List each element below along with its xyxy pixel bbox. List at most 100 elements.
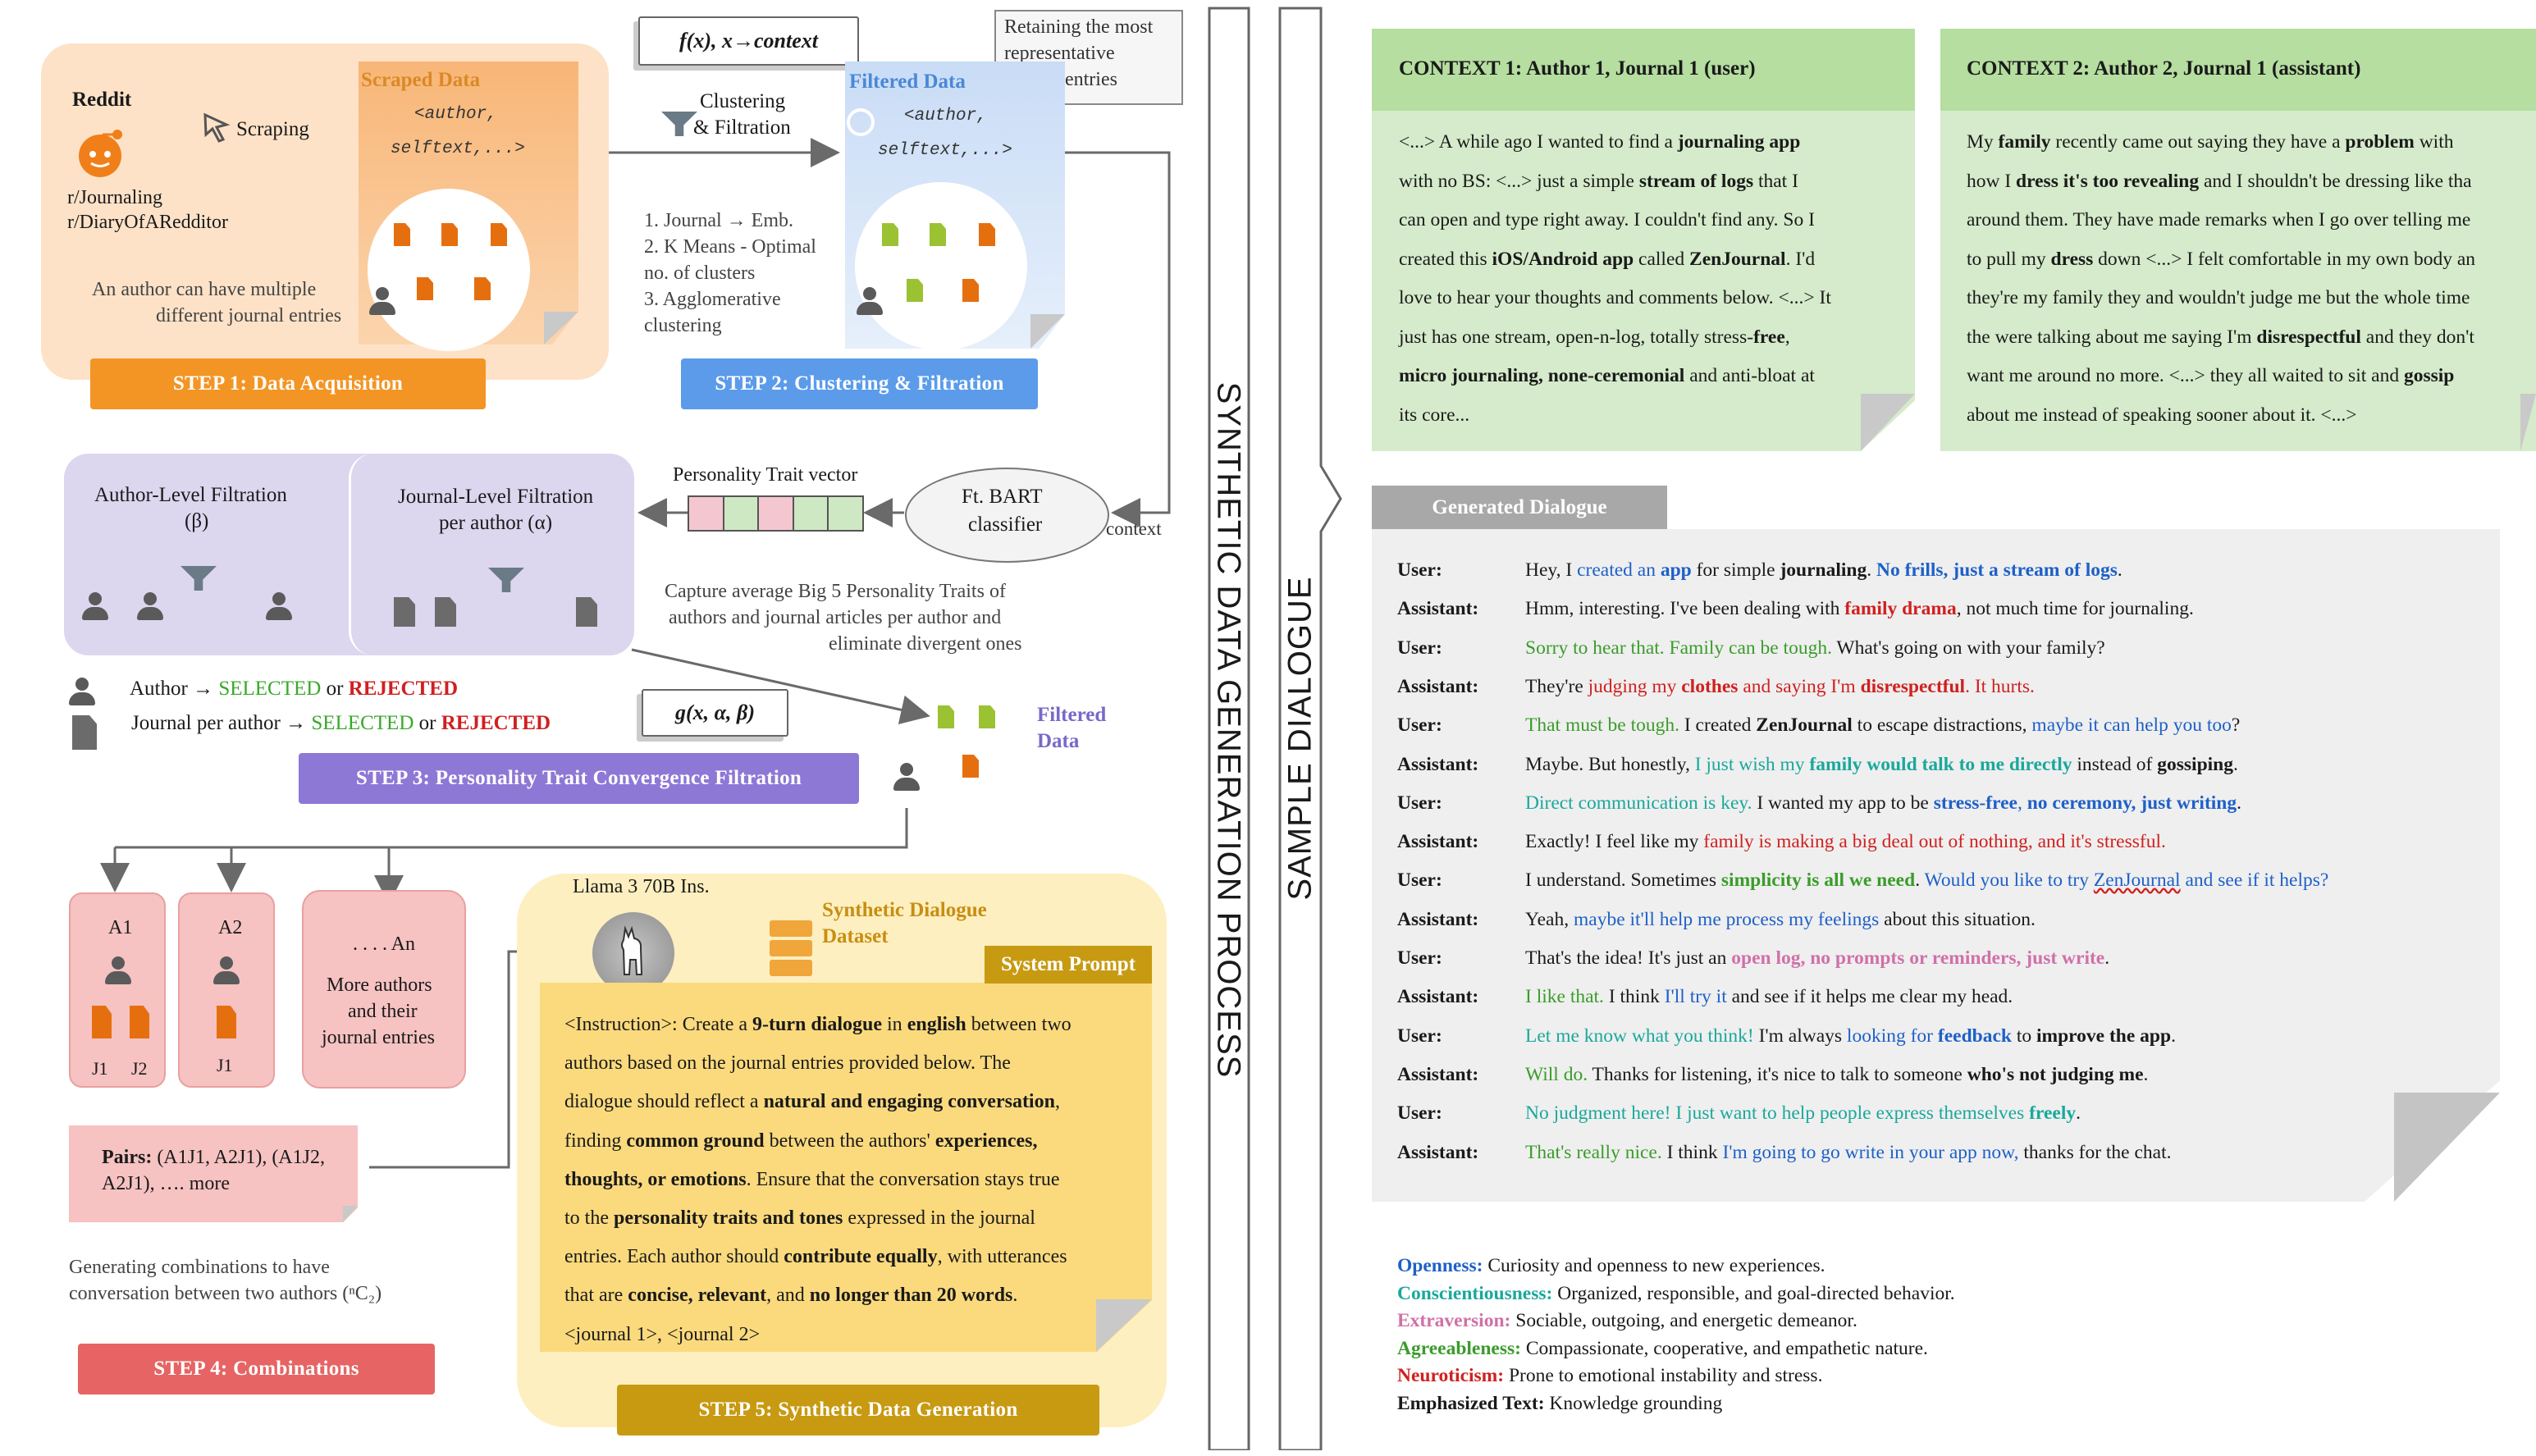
text-run: expressed in the journal <box>843 1207 1035 1230</box>
text-run: No frills, just a stream of logs <box>1876 559 2118 581</box>
text-run: clothes <box>1681 675 1739 697</box>
subreddit-journaling: r/Journaling <box>67 187 162 208</box>
text-run: Exactly! I feel like my <box>1525 831 1704 853</box>
dataset-label-2: Dataset <box>822 925 889 947</box>
dialogue-card-curl <box>2394 1093 2500 1202</box>
trait-vector-label: Personality Trait vector <box>673 464 858 486</box>
step2-method-2: 2. K Means - Optimal <box>644 236 816 258</box>
text-run: no ceremony, just writing <box>2027 792 2237 814</box>
person-icon <box>212 956 241 986</box>
text-run: , <box>1784 326 1790 348</box>
dialogue-header: Generated Dialogue <box>1372 486 1667 529</box>
text-run: , not much time for journaling. <box>1956 598 2194 620</box>
doc-icon <box>435 597 456 627</box>
text-run: That must be tough. <box>1525 714 1679 737</box>
scraping-label: Scraping <box>236 118 309 140</box>
step2-method-1: 1. Journal → Emb. <box>644 210 793 231</box>
trait-vector-cell <box>759 497 794 530</box>
dialogue-speaker: Assistant: <box>1397 1141 1479 1163</box>
text-run: . I'd <box>1785 248 1816 270</box>
reddit-alien-icon <box>79 130 122 177</box>
dialogue-turn: Assistant:They're judging my clothes and… <box>1397 676 2035 698</box>
text-run: feedback <box>1937 1025 2012 1047</box>
text-run: Let me know what you think! <box>1525 1025 1754 1047</box>
text-run: open log, no prompts or reminders, just … <box>1731 947 2105 969</box>
bart-classifier <box>905 468 1109 563</box>
filtered-code-2: selftext,...> <box>878 141 1012 160</box>
text-run: family would talk to me directly <box>1809 753 2072 775</box>
person-icon <box>368 287 397 317</box>
dialogue-turn: Assistant:I like that. I think I'll try … <box>1397 986 2013 1008</box>
step2-label: STEP 2: Clustering & Filtration <box>681 358 1038 409</box>
text-run: concise, relevant <box>628 1285 767 1307</box>
pairs-line-1: Pairs: (A1J1, A2J1), (A1J2, <box>102 1147 325 1169</box>
journal-rule-or: or <box>414 712 441 734</box>
text-run: family <box>1998 131 2051 153</box>
text-run: <Instruction>: Create a <box>564 1014 752 1035</box>
text-run: experiences, <box>934 1130 1038 1152</box>
dialogue-speaker: User: <box>1397 947 1442 969</box>
text-run: in <box>882 1014 907 1035</box>
text-run: between two <box>966 1014 1072 1035</box>
text-line: <...> A while ago I wanted to find a jou… <box>1399 123 1831 162</box>
dialogue-turn: User:That's the idea! It's just an open … <box>1397 947 2109 970</box>
text-run: simplicity is all we need <box>1720 869 1916 892</box>
text-run: and saying I'm <box>1738 675 1861 697</box>
text-run: Thanks for listening, it's nice to talk … <box>1588 1063 1967 1085</box>
text-run: that I <box>1753 170 1798 192</box>
text-run: with no BS: <...> just a simple <box>1399 170 1639 192</box>
text-run: judging my <box>1588 675 1682 697</box>
doc-icon <box>938 705 954 728</box>
dialogue-speaker: User: <box>1397 1102 1442 1125</box>
person-icon <box>80 592 110 622</box>
legend-term: Conscientiousness: <box>1397 1282 1553 1304</box>
text-run: freely <box>2029 1102 2077 1125</box>
text-run: for simple <box>1691 559 1780 581</box>
capture-note-3: eliminate divergent ones <box>829 633 1022 655</box>
dialogue-speaker: Assistant: <box>1397 598 1479 620</box>
author-filter-label-2: (β) <box>185 510 209 532</box>
person-icon <box>135 592 165 622</box>
person-icon <box>264 592 294 622</box>
text-run: can open and type right away. I couldn't… <box>1399 209 1815 230</box>
text-line: finding common ground between the author… <box>564 1122 1072 1161</box>
text-line: My family recently came out saying they … <box>1967 123 2475 162</box>
clustering-label-1: Clustering <box>700 90 786 112</box>
text-run: common ground <box>626 1130 765 1152</box>
text-run: free <box>1753 326 1785 348</box>
scraped-data-title: Scraped Data <box>361 69 481 91</box>
dialogue-card <box>1372 529 2500 1202</box>
text-run: down <...> I felt comfortable in my own … <box>2093 248 2476 270</box>
text-run: about this situation. <box>1879 908 2036 930</box>
context2-body: My family recently came out saying they … <box>1967 123 2475 435</box>
system-prompt-card <box>540 983 1152 1352</box>
text-run: I just wish my <box>1694 753 1810 775</box>
text-run: english <box>907 1014 966 1035</box>
text-run: Hmm, interesting. I've been dealing with <box>1525 598 1845 620</box>
text-run: What's going on with your family? <box>1831 637 2105 659</box>
doc-icon <box>979 223 995 246</box>
text-line: its core... <box>1399 396 1831 436</box>
dialogue-speaker: User: <box>1397 1025 1442 1047</box>
author-filter-label-1: Author-Level Filtration <box>94 484 287 506</box>
person-icon <box>892 763 921 792</box>
more-authors-2: and their <box>348 1001 418 1022</box>
dialogue-turn: User:Sorry to hear that. Family can be t… <box>1397 637 2105 660</box>
text-run: want me around no more. <...> they all w… <box>1967 365 2404 386</box>
text-line: about me instead of speaking sooner abou… <box>1967 396 2475 436</box>
text-run: and see if it helps me clear my head. <box>1726 986 2013 1008</box>
dialogue-speaker: User: <box>1397 714 1442 737</box>
text-run: love to hear your thoughts and comments … <box>1399 287 1831 308</box>
combination-note-1: Generating combinations to have <box>69 1257 330 1278</box>
step2-method-3: no. of clusters <box>644 262 756 284</box>
filtered-code-1: <author, <box>904 107 987 126</box>
journal-j1-label: J1 <box>92 1058 108 1079</box>
fx-label: f(x), x→context <box>679 29 818 52</box>
scraped-docs-circle <box>368 189 530 351</box>
text-run: and they don't <box>2360 326 2474 348</box>
dialogue-turn: User:That must be tough. I created ZenJo… <box>1397 714 2240 737</box>
text-run: how I <box>1967 170 2017 192</box>
journal-rule-selected: SELECTED <box>311 712 414 734</box>
process-banner <box>1208 7 1342 1450</box>
gx-box: g(x, α, β) <box>642 689 788 737</box>
